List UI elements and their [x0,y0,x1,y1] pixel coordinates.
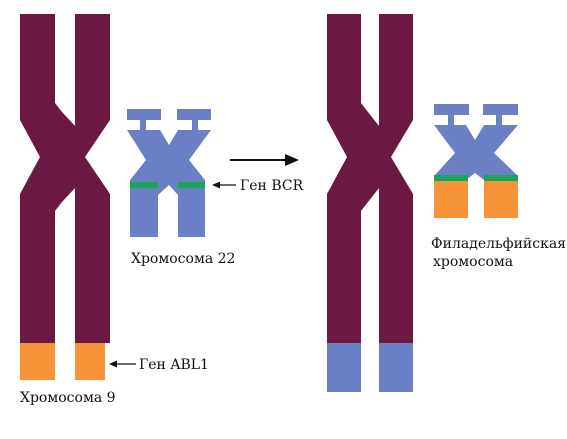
abl1-fused-segment-left [434,181,468,218]
bcr-derived-segment-left [327,343,361,392]
gene-bcr-label: Ген BCR [240,178,304,194]
chromosome-9-body [20,14,110,343]
philadelphia-bcr-band-right [484,175,518,181]
chromosome-9-label: Хромосома 9 [20,390,116,406]
philadelphia-chromosome [434,104,518,218]
translocation-arrow [230,154,299,166]
derivative-chromosome-9-body [327,14,413,343]
bcr-band-left [130,182,158,188]
abl1-fused-segment-right [484,181,518,218]
derivative-chromosome-9 [327,14,413,392]
bcr-band-right [178,182,205,188]
abl1-segment-right [75,343,105,380]
bcr-derived-segment-right [379,343,413,392]
abl1-segment-left [20,343,55,380]
gene-bcr-pointer [212,181,236,189]
chromosome-22-label: Хромосома 22 [131,251,235,267]
chromosome-9 [20,14,110,380]
gene-abl1-label: Ген ABL1 [139,357,209,373]
philadelphia-bcr-band-left [434,175,468,181]
philadelphia-body [434,125,518,180]
chromosome-22 [127,109,211,237]
gene-abl1-pointer [109,360,136,368]
chromosome-22-body [127,130,211,237]
philadelphia-label-line1: Филадельфийская [431,236,566,252]
philadelphia-label-line2: хромосома [433,254,513,270]
